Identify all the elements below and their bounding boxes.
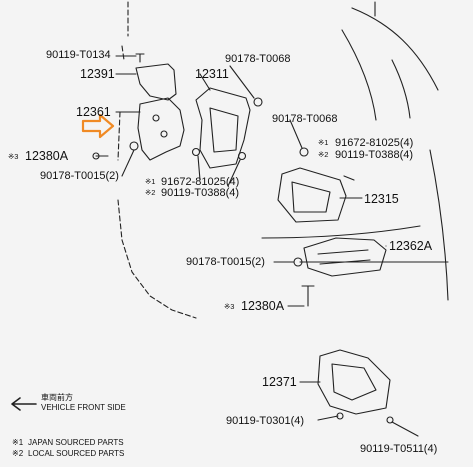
- label-90178-T0015-mid: 90178-T0015(2): [186, 256, 265, 268]
- mark-90119-T0388-right: ※2: [318, 150, 329, 159]
- part-12311-inner: [209, 107, 239, 153]
- label-90119-T0134: 90119-T0134: [46, 49, 111, 61]
- part-12371-inner: [331, 363, 377, 401]
- legend-note1-mark: ※1: [12, 438, 24, 447]
- label-12380A-bottom: 12380A: [241, 299, 285, 313]
- label-90119-T0301: 90119-T0301(4): [226, 415, 305, 427]
- part-12362A: [303, 237, 387, 277]
- legend-note1: JAPAN SOURCED PARTS: [28, 438, 124, 447]
- legend-note2-mark: ※2: [12, 449, 24, 458]
- part-12371: [317, 349, 391, 415]
- bolt-12361-a: [152, 114, 160, 122]
- bolt-90119-T0134: [135, 53, 145, 63]
- label-12361: 12361: [76, 105, 111, 119]
- legend-front-en: VEHICLE FRONT SIDE: [41, 403, 126, 412]
- label-12380A-left: 12380A: [25, 149, 69, 163]
- label-12391: 12391: [80, 67, 115, 81]
- part-12315-inner: [291, 181, 331, 213]
- label-90119-T0388-right: 90119-T0388(4): [335, 149, 414, 161]
- label-90119-T0511: 90119-T0511(4): [360, 443, 438, 455]
- mark-12380A-left: ※3: [8, 152, 19, 161]
- bolt-12380A-left: [92, 152, 100, 160]
- part-12311: [195, 87, 251, 169]
- bolt-12315: [343, 175, 355, 181]
- bolt-12311-b: [237, 151, 247, 161]
- highlight-arrow: [81, 113, 115, 139]
- nut-12315-top: [299, 147, 309, 157]
- part-12315: [277, 167, 347, 223]
- label-12315: 12315: [364, 192, 399, 206]
- mark-12380A-bottom: ※3: [224, 302, 235, 311]
- mark-91672-right: ※1: [318, 138, 329, 147]
- body-outline: [261, 1, 449, 301]
- part-12391: [135, 63, 177, 101]
- label-12371: 12371: [262, 375, 297, 389]
- label-91672-81025-center: 91672-81025(4): [161, 176, 240, 188]
- bolt-12380A-bottom: [301, 285, 315, 307]
- mark-90119-T0388-center: ※2: [145, 188, 156, 197]
- label-12311: 12311: [195, 67, 229, 81]
- part-12362A-detail: [317, 249, 371, 265]
- label-91672-81025-right: 91672-81025(4): [335, 137, 414, 149]
- mark-91672-center: ※1: [145, 177, 156, 186]
- label-90178-T0068-right: 90178-T0068: [272, 113, 338, 125]
- part-12361: [137, 97, 185, 161]
- label-90178-T0068-top: 90178-T0068: [225, 53, 291, 65]
- bolt-12371-b: [386, 416, 394, 424]
- bolt-12311-a: [191, 147, 201, 157]
- engine-outline: [117, 1, 197, 319]
- nut-left: [129, 141, 139, 151]
- legend-note2: LOCAL SOURCED PARTS: [28, 449, 125, 458]
- nut-12311-top: [253, 97, 263, 107]
- leaders: [115, 55, 419, 437]
- legend-front-jp: 車両前方: [41, 393, 73, 402]
- label-12362A: 12362A: [389, 239, 433, 253]
- label-90178-T0015-left: 90178-T0015(2): [40, 170, 119, 182]
- bolt-12361-b: [160, 130, 168, 138]
- label-90119-T0388-center: 90119-T0388(4): [161, 187, 240, 199]
- front-arrow: [11, 397, 37, 411]
